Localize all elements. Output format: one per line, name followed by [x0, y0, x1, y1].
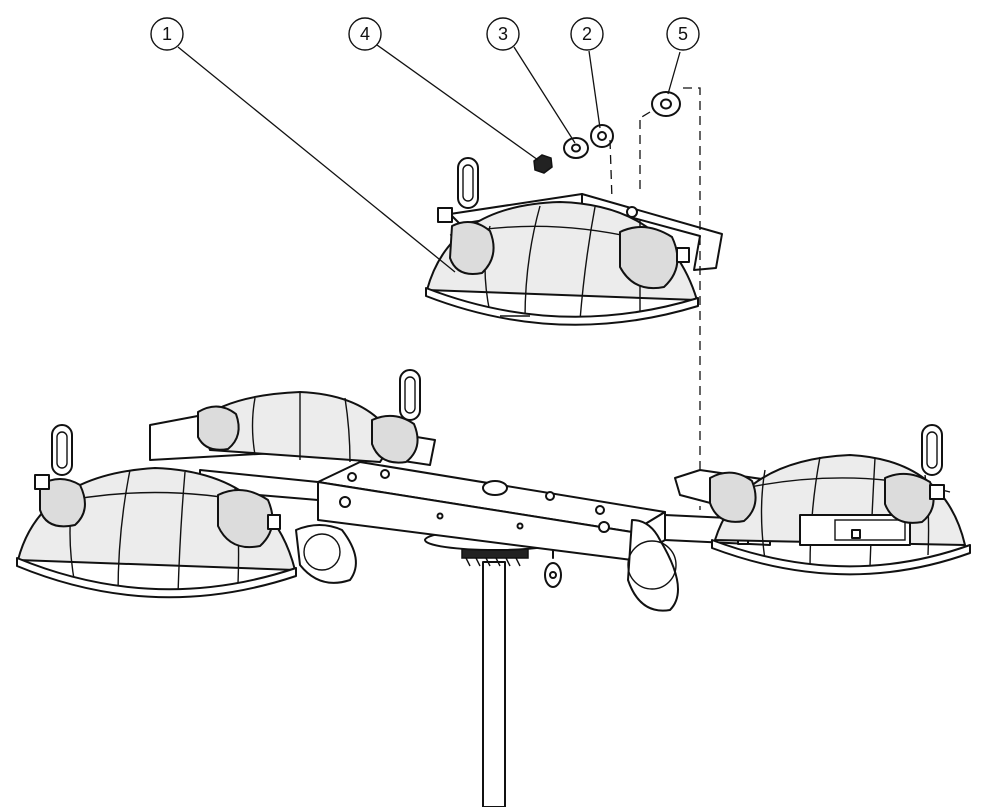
callout-2-label: 2 [582, 24, 592, 44]
callout-3: 3 [486, 17, 520, 51]
mounting-pole [424, 529, 566, 807]
leader-lines [177, 44, 681, 273]
exploded-floodlight-fixture [425, 157, 723, 326]
callout-1-label: 1 [162, 24, 172, 44]
floodlight-left-back [197, 369, 421, 464]
hardware-stack [533, 91, 681, 174]
spacer-washer [651, 91, 681, 117]
callout-2: 2 [570, 17, 604, 51]
callout-4-label: 4 [360, 24, 370, 44]
callout-3-label: 3 [498, 24, 508, 44]
callout-5-label: 5 [678, 24, 688, 44]
floodlight-left-front [16, 424, 297, 599]
nut [533, 154, 553, 174]
alignment-lines [609, 87, 701, 510]
callout-4: 4 [348, 17, 382, 51]
leader-3 [513, 46, 576, 144]
callout-1: 1 [150, 17, 184, 51]
flat-washer [590, 124, 614, 148]
lock-washer [563, 137, 589, 159]
leader-1 [177, 46, 456, 273]
callout-5: 5 [666, 17, 700, 51]
leader-2 [588, 50, 601, 129]
leader-4 [376, 44, 539, 161]
leader-5 [667, 51, 681, 95]
floodlight-right [709, 424, 971, 576]
